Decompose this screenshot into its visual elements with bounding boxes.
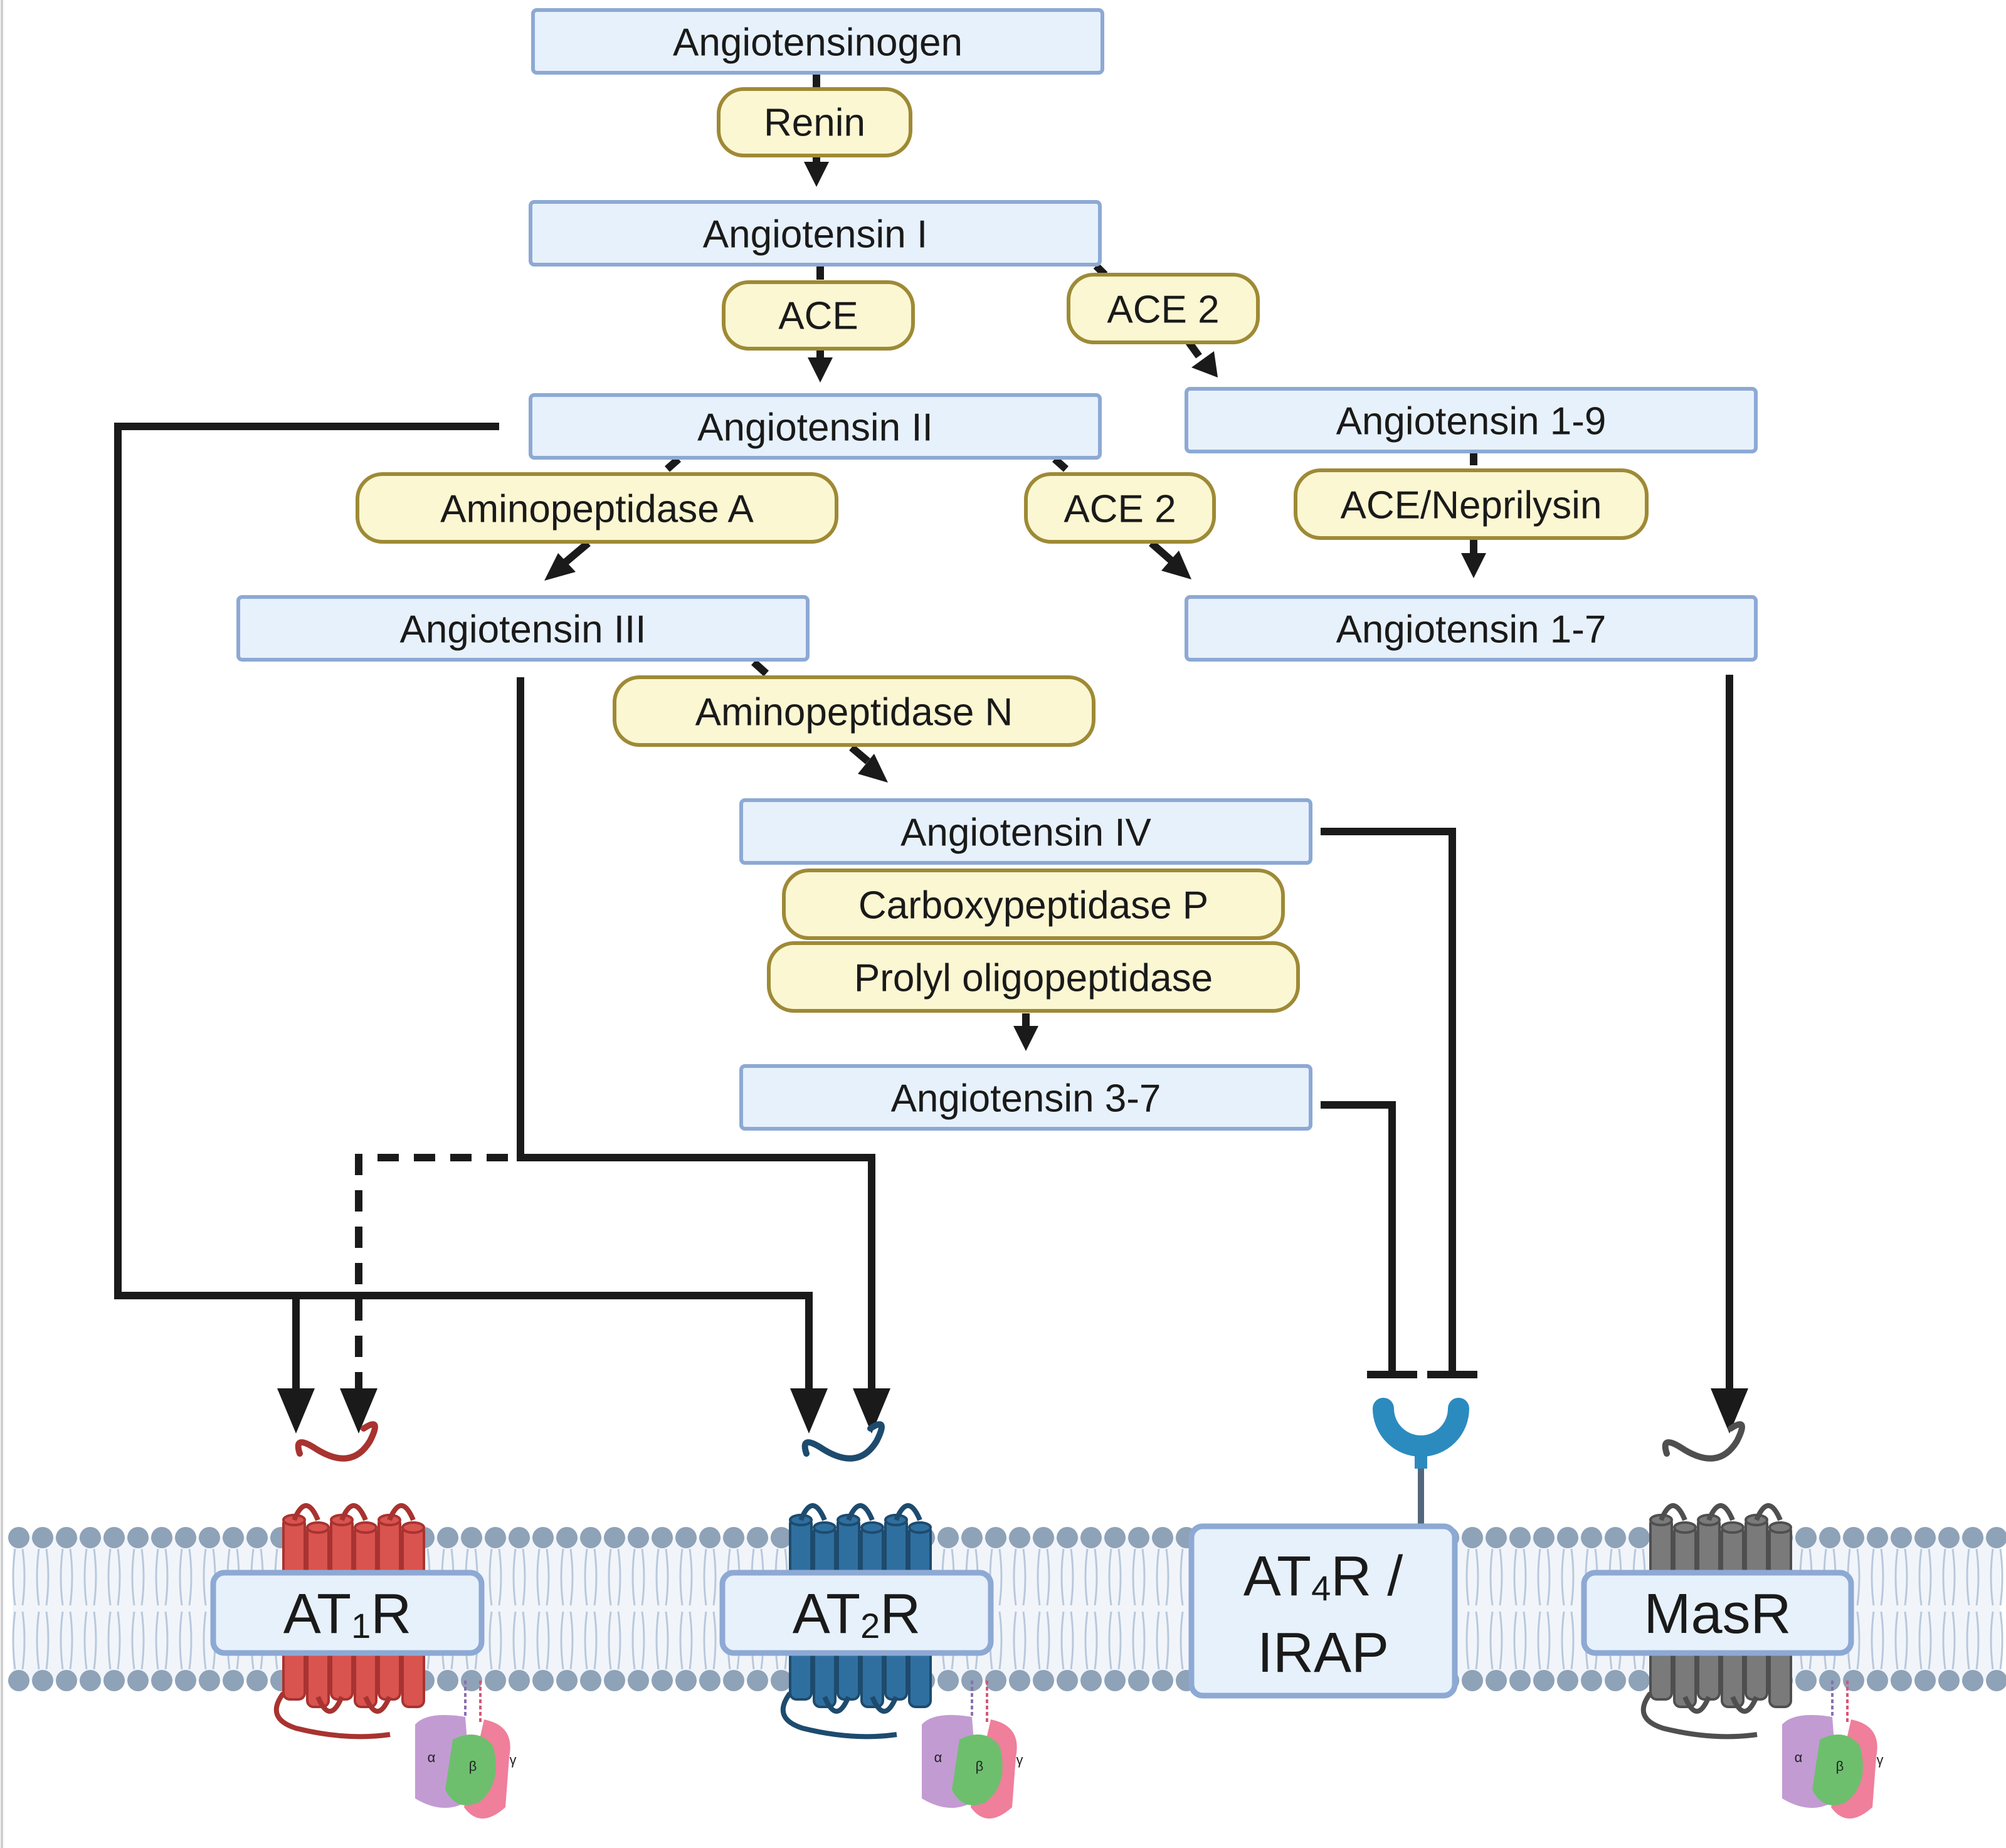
line-angiv-at4r [1321,828,1456,1375]
receptor-masr: MasR [1581,1570,1854,1656]
arrowhead-at2r-b [853,1388,890,1434]
line-angii-at2r [114,423,813,1391]
edge-ace2-ang19 [1186,340,1202,359]
peptide-angiotensin-iv: Angiotensin IV [739,798,1312,865]
peptide-angiotensinogen: Angiotensinogen [531,8,1104,75]
svg-text:AT4R /: AT4R / [1243,1545,1403,1608]
arrowhead-ang-iv [858,754,888,783]
svg-text:Carboxypeptidase P: Carboxypeptidase P [858,884,1208,927]
svg-text:ACE 2: ACE 2 [1064,488,1176,531]
svg-text:Angiotensin II: Angiotensin II [697,406,933,450]
edge-angii-apa [665,456,681,472]
svg-text:ACE: ACE [778,295,858,338]
svg-text:α: α [934,1750,942,1765]
svg-text:ACE/Neprilysin: ACE/Neprilysin [1341,484,1602,527]
svg-text:ACE 2: ACE 2 [1107,288,1219,332]
svg-text:β: β [976,1758,984,1774]
svg-text:γ: γ [1877,1752,1884,1768]
arrowhead-ang-1-9 [1191,351,1218,378]
svg-text:γ: γ [1016,1752,1023,1768]
conversion-arrows [544,74,1486,1051]
receptor-at4r-irap: AT4R / IRAP [1188,1523,1458,1699]
enzyme-carboxypeptidase-p: Carboxypeptidase P [782,869,1285,940]
arrowhead-ang-1-7 [1161,551,1191,579]
svg-text:Prolyl oligopeptidase: Prolyl oligopeptidase [854,957,1213,1000]
peptide-angiotensin-1-9: Angiotensin 1-9 [1185,387,1758,453]
svg-text:AT2R: AT2R [793,1583,921,1645]
svg-text:α: α [428,1750,436,1765]
svg-text:Angiotensin I: Angiotensin I [703,213,927,256]
line-ang37-at4r [1321,1101,1396,1375]
edge-angiii-apn [751,659,769,677]
arrowhead-ang-iii [544,553,576,581]
svg-text:MasR: MasR [1644,1583,1791,1645]
line-angiii-at2r [517,677,875,1391]
enzyme-aminopeptidase-n: Aminopeptidase N [613,675,1095,747]
enzyme-aminopeptidase-a: Aminopeptidase A [356,472,838,544]
enzyme-renin: Renin [717,87,912,157]
at4r-ligand-binding-cup [1373,1398,1469,1530]
arrowhead-ang-i [804,162,829,187]
receptor-at2r: AT2R [719,1570,994,1656]
enzyme-ace: ACE [722,280,915,351]
svg-text:Angiotensin 1-9: Angiotensin 1-9 [1336,400,1607,443]
edge-apn-angiv [849,744,870,764]
svg-text:Angiotensinogen: Angiotensinogen [673,21,963,65]
enzyme-prolyl-oligopeptidase: Prolyl oligopeptidase [767,941,1300,1013]
peptide-angiotensin-3-7: Angiotensin 3-7 [739,1064,1312,1131]
svg-text:β: β [1836,1758,1844,1774]
enzyme-ace-neprilysin: ACE/Neprilysin [1294,468,1649,540]
svg-text:Aminopeptidase A: Aminopeptidase A [440,488,754,531]
peptide-angiotensin-i: Angiotensin I [529,200,1102,267]
receptor-signalling-lines [114,423,1748,1434]
peptide-angiotensin-1-7: Angiotensin 1-7 [1185,595,1758,662]
svg-text:AT1R: AT1R [283,1583,411,1645]
receptor-at1r: AT1R [210,1570,485,1656]
svg-text:Aminopeptidase N: Aminopeptidase N [695,691,1013,734]
svg-text:γ: γ [510,1752,517,1768]
enzyme-ace2-lower: ACE 2 [1024,472,1216,544]
svg-text:Renin: Renin [764,102,865,145]
svg-text:Angiotensin 1-7: Angiotensin 1-7 [1336,608,1607,652]
edge-angii-ace2 [1052,456,1069,472]
edge-ace2-ang17 [1149,540,1174,564]
peptide-angiotensin-iii: Angiotensin III [236,595,810,662]
arrowhead-ang-3-7 [1013,1026,1038,1051]
edge-apa-angiii [562,540,591,566]
enzyme-ace2-upper: ACE 2 [1067,273,1260,344]
svg-text:Angiotensin IV: Angiotensin IV [900,811,1151,855]
svg-text:Angiotensin 3-7: Angiotensin 3-7 [891,1077,1161,1121]
arrowhead-at1r-b [340,1388,377,1434]
line-angiii-at1r-dashed [355,1154,508,1391]
svg-text:β: β [469,1758,477,1774]
peptide-angiotensin-ii: Angiotensin II [529,393,1102,460]
arrowhead-masr [1711,1388,1748,1434]
svg-text:IRAP: IRAP [1257,1622,1389,1684]
arrowhead-ang-ii [808,357,833,383]
arrowhead-at1r-a [277,1388,315,1434]
svg-text:α: α [1795,1750,1803,1765]
arrowhead-at2r-a [790,1388,828,1434]
svg-text:Angiotensin III: Angiotensin III [400,608,647,652]
arrowhead-ang-1-7-b [1461,553,1486,578]
